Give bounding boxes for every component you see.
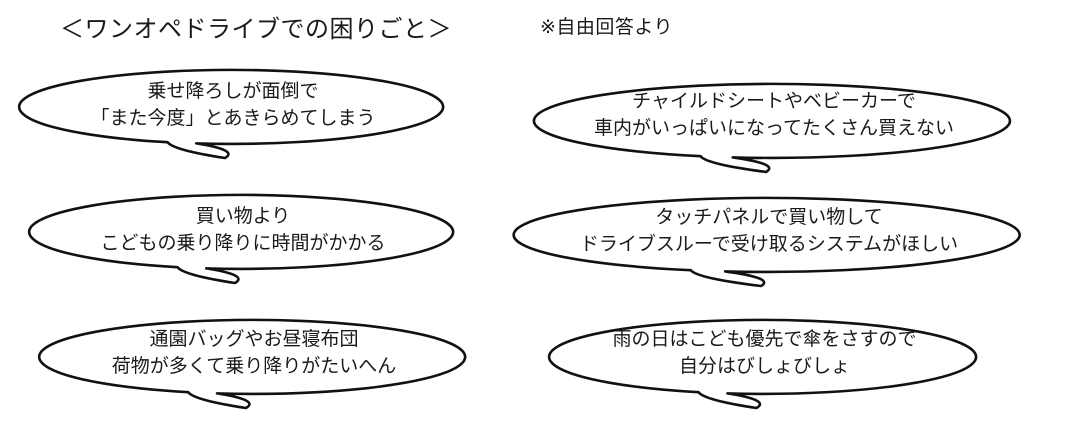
speech-bubble-car-full: チャイルドシートやベビーカーで 車内がいっぱいになってたくさん買えない	[532, 82, 1015, 182]
speech-bubble-drive-through-wish: タッチパネルで買い物して ドライブスルーで受け取るシステムがほしい	[512, 196, 1025, 296]
speech-bubble-outline	[532, 82, 1012, 174]
bubble-line: チャイルドシートやベビーカーで	[632, 90, 916, 112]
bubble-text: 買い物より こどもの乗り降りに時間がかかる	[28, 203, 458, 257]
bubble-line: 荷物が多くて乗り降りがたいへん	[111, 355, 397, 377]
speech-bubble-outline	[17, 68, 445, 160]
bubble-line: 乗せ降ろしが面倒で	[147, 80, 319, 102]
bubble-line: タッチパネルで買い物して	[655, 206, 883, 228]
speech-bubble-boarding-hassle: 乗せ降ろしが面倒で 「また今度」とあきらめてしまう	[17, 68, 448, 168]
speech-bubble-boarding-time: 買い物より こどもの乗り降りに時間がかかる	[27, 193, 458, 293]
bubble-shape	[532, 82, 1012, 174]
bubble-line: 買い物より	[195, 205, 291, 227]
bubble-line: 雨の日はこども優先で傘をさすので	[612, 328, 917, 350]
bubble-line: 「また今度」とあきらめてしまう	[90, 107, 376, 129]
speech-bubble-outline	[27, 193, 455, 285]
bubble-line: 車内がいっぱいになってたくさん買えない	[593, 117, 955, 139]
bubble-shape	[512, 196, 1021, 288]
speech-bubble-luggage: 通園バッグやお昼寝布団 荷物が多くて乗り降りがたいへん	[37, 318, 470, 418]
bubble-shape	[17, 68, 445, 160]
bubble-shape	[27, 193, 455, 285]
bubble-line: 自分はびしょびしょ	[678, 355, 850, 377]
bubble-text: 通園バッグやお昼寝布団 荷物が多くて乗り降りがたいへん	[38, 326, 470, 380]
speech-bubble-outline	[37, 318, 467, 410]
speech-bubble-rainy-day: 雨の日はこども優先で傘をさすので 自分はびしょびしょ	[547, 318, 981, 418]
bubble-text: 雨の日はこども優先で傘をさすので 自分はびしょびしょ	[548, 326, 981, 380]
bubble-shape	[37, 318, 467, 410]
source-note: ※自由回答より	[540, 16, 674, 38]
bubble-text: チャイルドシートやベビーカーで 車内がいっぱいになってたくさん買えない	[533, 88, 1015, 142]
bubble-line: こどもの乗り降りに時間がかかる	[100, 232, 386, 254]
bubble-line: 通園バッグやお昼寝布団	[149, 328, 359, 350]
bubble-line: ドライブスルーで受け取るシステムがほしい	[579, 233, 959, 255]
speech-bubble-outline	[512, 196, 1021, 288]
page-title: ＜ワンオペドライブでの困りごと＞	[60, 15, 452, 43]
speech-bubble-outline	[547, 318, 978, 410]
bubble-text: 乗せ降ろしが面倒で 「また今度」とあきらめてしまう	[18, 78, 448, 132]
bubble-text: タッチパネルで買い物して ドライブスルーで受け取るシステムがほしい	[513, 204, 1025, 258]
bubble-shape	[547, 318, 978, 410]
